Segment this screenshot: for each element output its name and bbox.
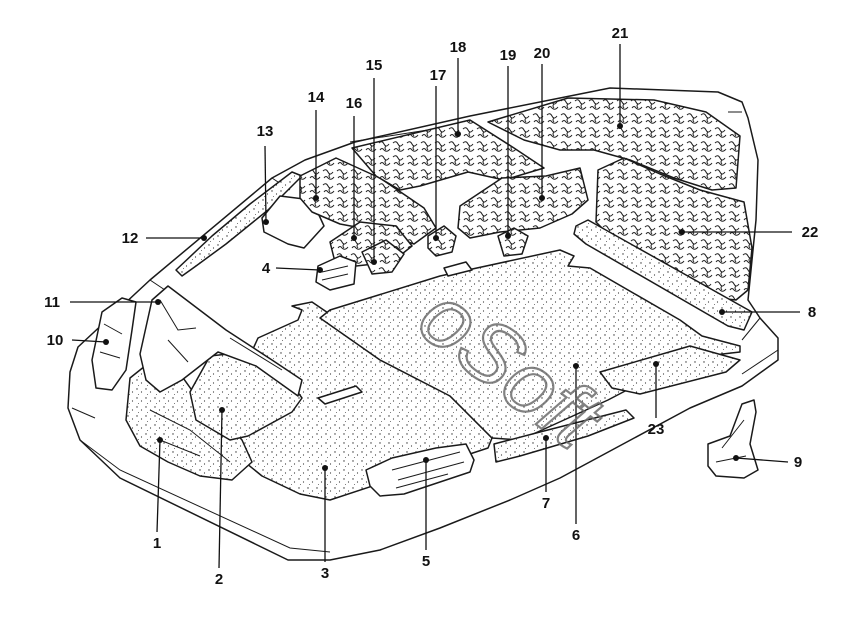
label-7: 7 <box>542 495 550 512</box>
part-9-jack-bracket <box>707 399 759 479</box>
callout-3: 3 <box>321 465 329 582</box>
floor-carpet-rear <box>319 249 741 441</box>
part-20-rear-bulkhead <box>457 167 589 239</box>
label-3: 3 <box>321 565 329 582</box>
callout-14: 14 <box>308 89 325 201</box>
callout-21: 21 <box>612 25 629 129</box>
label-21: 21 <box>612 25 629 42</box>
callout-19: 19 <box>500 47 517 239</box>
part-17-pad <box>427 225 457 257</box>
label-14: 14 <box>308 89 325 106</box>
label-9: 9 <box>794 454 802 471</box>
callout-13: 13 <box>257 123 274 225</box>
part-23-rear-step <box>599 345 741 395</box>
part-18-roof-front <box>351 119 545 191</box>
callout-15: 15 <box>366 57 383 265</box>
label-22: 22 <box>802 224 819 241</box>
part-4-duct <box>315 255 357 291</box>
label-5: 5 <box>422 553 430 570</box>
label-6: 6 <box>572 527 580 544</box>
part-10-side-panel <box>91 297 137 391</box>
callout-1: 1 <box>153 437 163 552</box>
part-15-tunnel-insulator <box>361 239 405 275</box>
label-10: 10 <box>47 332 64 349</box>
part-7-sill-strip <box>493 409 635 463</box>
callout-6: 6 <box>572 363 580 544</box>
callout-17: 17 <box>430 67 447 241</box>
callout-9: 9 <box>733 454 802 471</box>
callout-23: 23 <box>648 361 665 438</box>
label-8: 8 <box>808 304 816 321</box>
label-2: 2 <box>215 571 223 588</box>
label-16: 16 <box>346 95 363 112</box>
part-8-sill-strip <box>573 219 753 331</box>
part-12-a-pillar-trim <box>175 171 303 277</box>
label-18: 18 <box>450 39 467 56</box>
callout-8: 8 <box>719 304 816 321</box>
label-12: 12 <box>122 230 139 247</box>
part-21-roof-rear <box>487 97 741 191</box>
part-14-cowl-insulator <box>299 157 437 245</box>
callout-12: 12 <box>122 230 207 247</box>
label-13: 13 <box>257 123 274 140</box>
callout-10: 10 <box>47 332 109 349</box>
callout-20: 20 <box>534 45 551 201</box>
label-17: 17 <box>430 67 447 84</box>
callout-5: 5 <box>422 457 430 570</box>
label-15: 15 <box>366 57 383 74</box>
part-5-storage-box <box>365 443 475 497</box>
label-19: 19 <box>500 47 517 64</box>
callout-2: 2 <box>215 407 225 588</box>
callout-18: 18 <box>450 39 467 137</box>
label-11: 11 <box>44 294 60 311</box>
label-20: 20 <box>534 45 551 62</box>
callout-7: 7 <box>542 435 550 512</box>
label-4: 4 <box>262 260 271 277</box>
callout-22: 22 <box>679 224 818 241</box>
callout-4: 4 <box>262 260 323 277</box>
part-11-firewall <box>139 285 303 397</box>
label-23: 23 <box>648 421 665 438</box>
callout-11: 11 <box>44 294 161 311</box>
callout-16: 16 <box>346 95 363 241</box>
label-1: 1 <box>153 535 161 552</box>
